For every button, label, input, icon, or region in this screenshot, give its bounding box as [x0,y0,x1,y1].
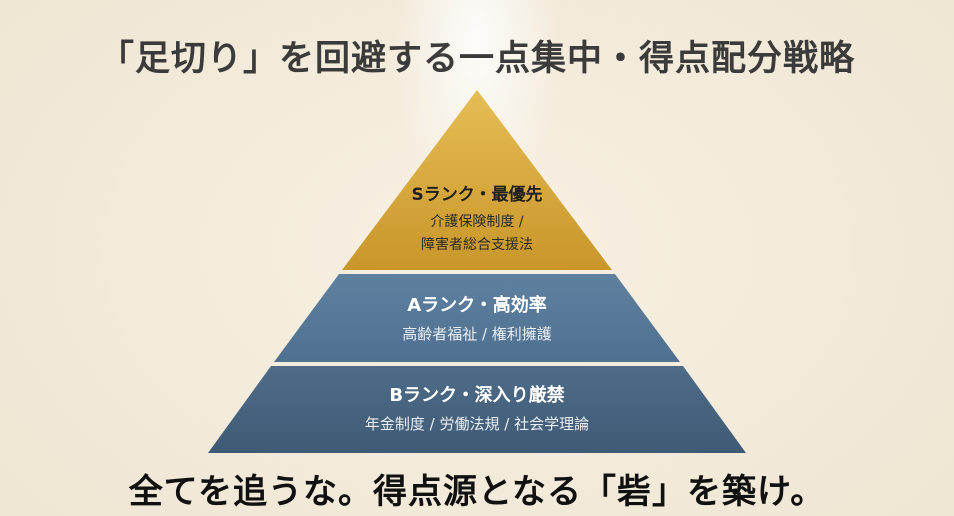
footer-slogan: 全てを追うな。得点源となる「砦」を築け。 [128,472,826,512]
tier-a-desc: 高齢者福祉 / 権利擁護 [402,325,552,343]
tier-a-name: Aランク・高効率 [407,295,547,316]
tier-s-shape [342,90,612,270]
tier-b-shape [208,366,746,453]
tier-a-shape [274,274,680,362]
tier-s-desc-line1: 介護保険制度 / [430,214,524,230]
tier-s-desc-line2: 障害者総合支援法 [421,237,533,253]
tier-a-label: Aランク・高効率 高齢者福祉 / 権利擁護 [0,291,954,346]
page-title: 「足切り」を回避する一点集中・得点配分戦略 [98,39,855,79]
tier-b-desc: 年金制度 / 労働法規 / 社会学理論 [364,415,590,433]
tier-b-name: Bランク・深入り厳禁 [389,385,565,406]
tier-s-name: Sランク・最優先 [411,185,543,205]
tier-b-label: Bランク・深入り厳禁 年金制度 / 労働法規 / 社会学理論 [0,381,954,436]
tier-s-label: Sランク・最優先 介護保険制度 / 障害者総合支援法 [0,180,954,257]
